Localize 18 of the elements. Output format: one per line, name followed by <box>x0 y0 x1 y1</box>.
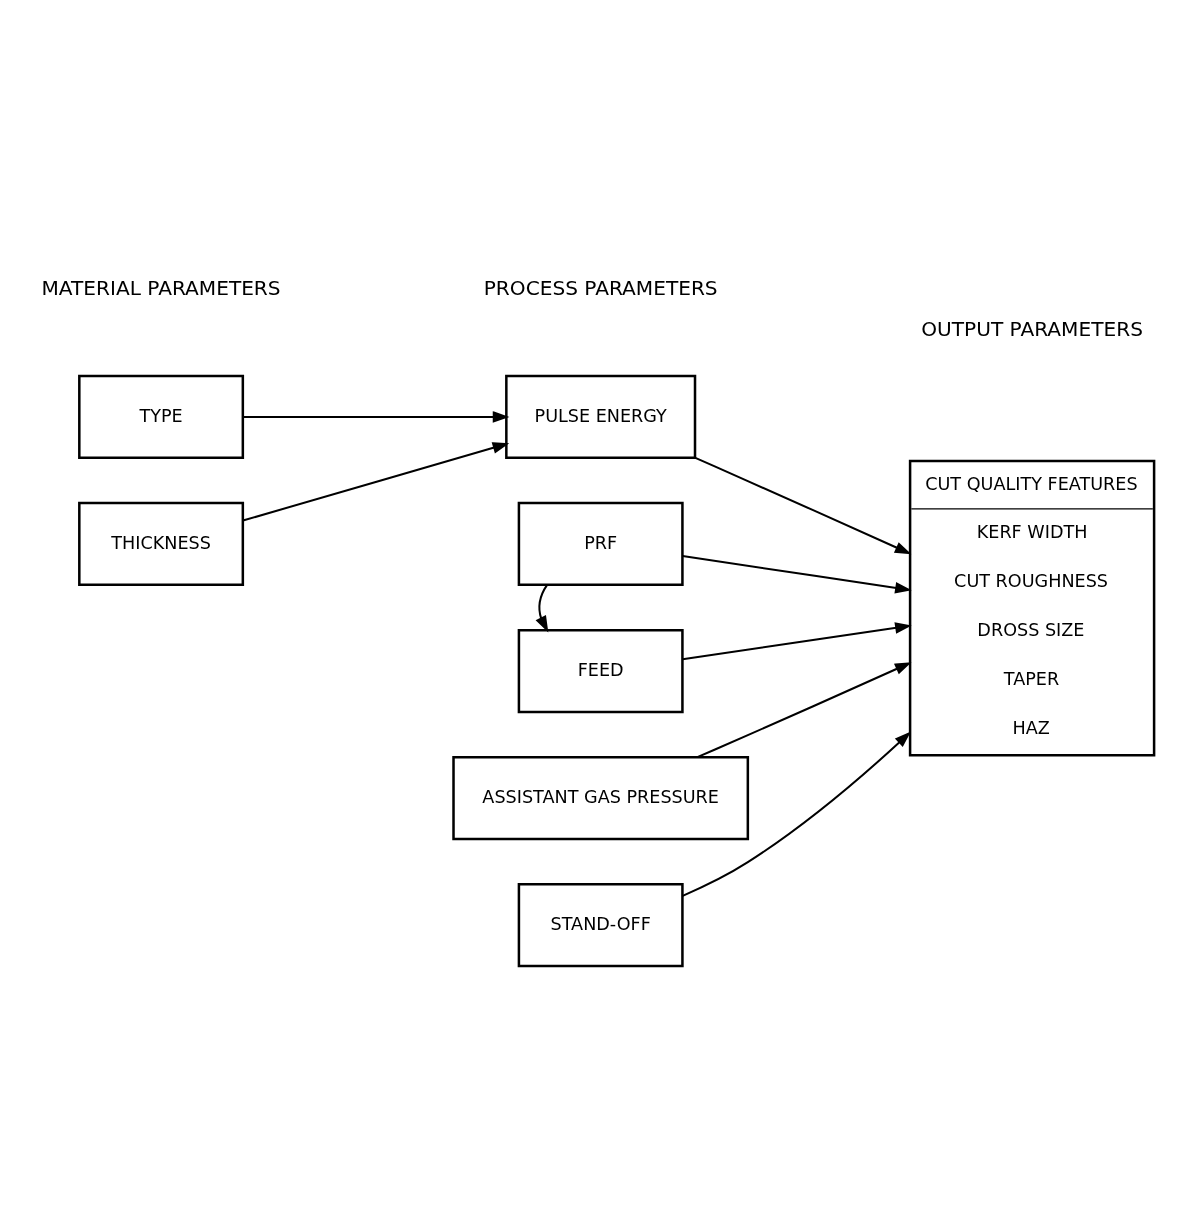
node-box: ASSISTANT GAS PRESSURE <box>452 755 750 840</box>
node-box: STAND-OFF <box>517 882 684 967</box>
node-box: THICKNESS <box>78 501 245 586</box>
arrow <box>682 554 912 594</box>
node-box: TYPE <box>78 374 245 459</box>
node-box: PULSE ENERGY <box>505 374 697 459</box>
node-box: FEED <box>517 628 684 713</box>
arrow <box>682 731 911 897</box>
arrow <box>695 456 912 554</box>
label: PROCESS PARAMETERS <box>483 275 718 300</box>
node-box: PRF <box>517 501 684 586</box>
arrow <box>535 583 549 633</box>
label: OUTPUT PARAMETERS <box>921 316 1143 341</box>
arrow <box>682 621 912 660</box>
arrow <box>242 441 510 521</box>
arrow <box>243 410 510 423</box>
label: MATERIAL PARAMETERS <box>41 275 281 300</box>
arrow <box>696 661 912 758</box>
